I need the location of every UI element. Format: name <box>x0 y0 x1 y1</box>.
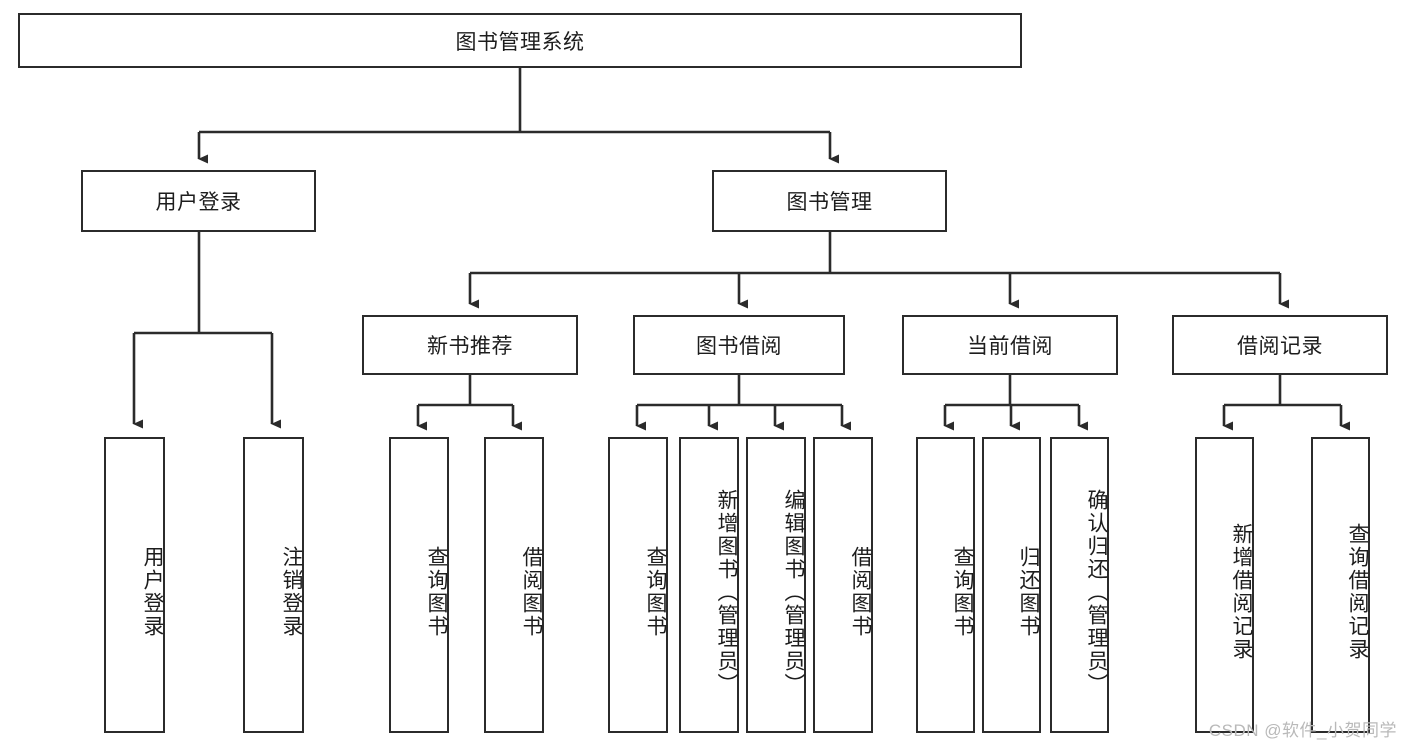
leaf-return-book[interactable]: 归还图书 <box>982 437 1041 733</box>
leaf-query-book-recommend[interactable]: 查询图书 <box>389 437 449 733</box>
node-borrow-record[interactable]: 借阅记录 <box>1172 315 1388 375</box>
node-current-borrow[interactable]: 当前借阅 <box>902 315 1118 375</box>
node-book-borrow[interactable]: 图书借阅 <box>633 315 845 375</box>
leaf-edit-book[interactable]: 编辑图书（管理员） <box>746 437 806 733</box>
leaf-query-book-current[interactable]: 查询图书 <box>916 437 975 733</box>
node-book-manage[interactable]: 图书管理 <box>712 170 947 232</box>
watermark-text: CSDN @软件_小贺同学 <box>1208 721 1397 740</box>
node-user-login[interactable]: 用户登录 <box>81 170 316 232</box>
node-new-book-recommend[interactable]: 新书推荐 <box>362 315 578 375</box>
leaf-user-logout[interactable]: 注销登录 <box>243 437 304 733</box>
leaf-borrow-book[interactable]: 借阅图书 <box>813 437 873 733</box>
leaf-query-borrow-record[interactable]: 查询借阅记录 <box>1311 437 1370 733</box>
leaf-borrow-book-recommend[interactable]: 借阅图书 <box>484 437 544 733</box>
leaf-user-login[interactable]: 用户登录 <box>104 437 165 733</box>
node-root-system[interactable]: 图书管理系统 <box>18 13 1022 68</box>
leaf-confirm-return[interactable]: 确认归还（管理员） <box>1050 437 1109 733</box>
leaf-add-book[interactable]: 新增图书（管理员） <box>679 437 739 733</box>
leaf-add-borrow-record[interactable]: 新增借阅记录 <box>1195 437 1254 733</box>
leaf-query-book-borrow[interactable]: 查询图书 <box>608 437 668 733</box>
